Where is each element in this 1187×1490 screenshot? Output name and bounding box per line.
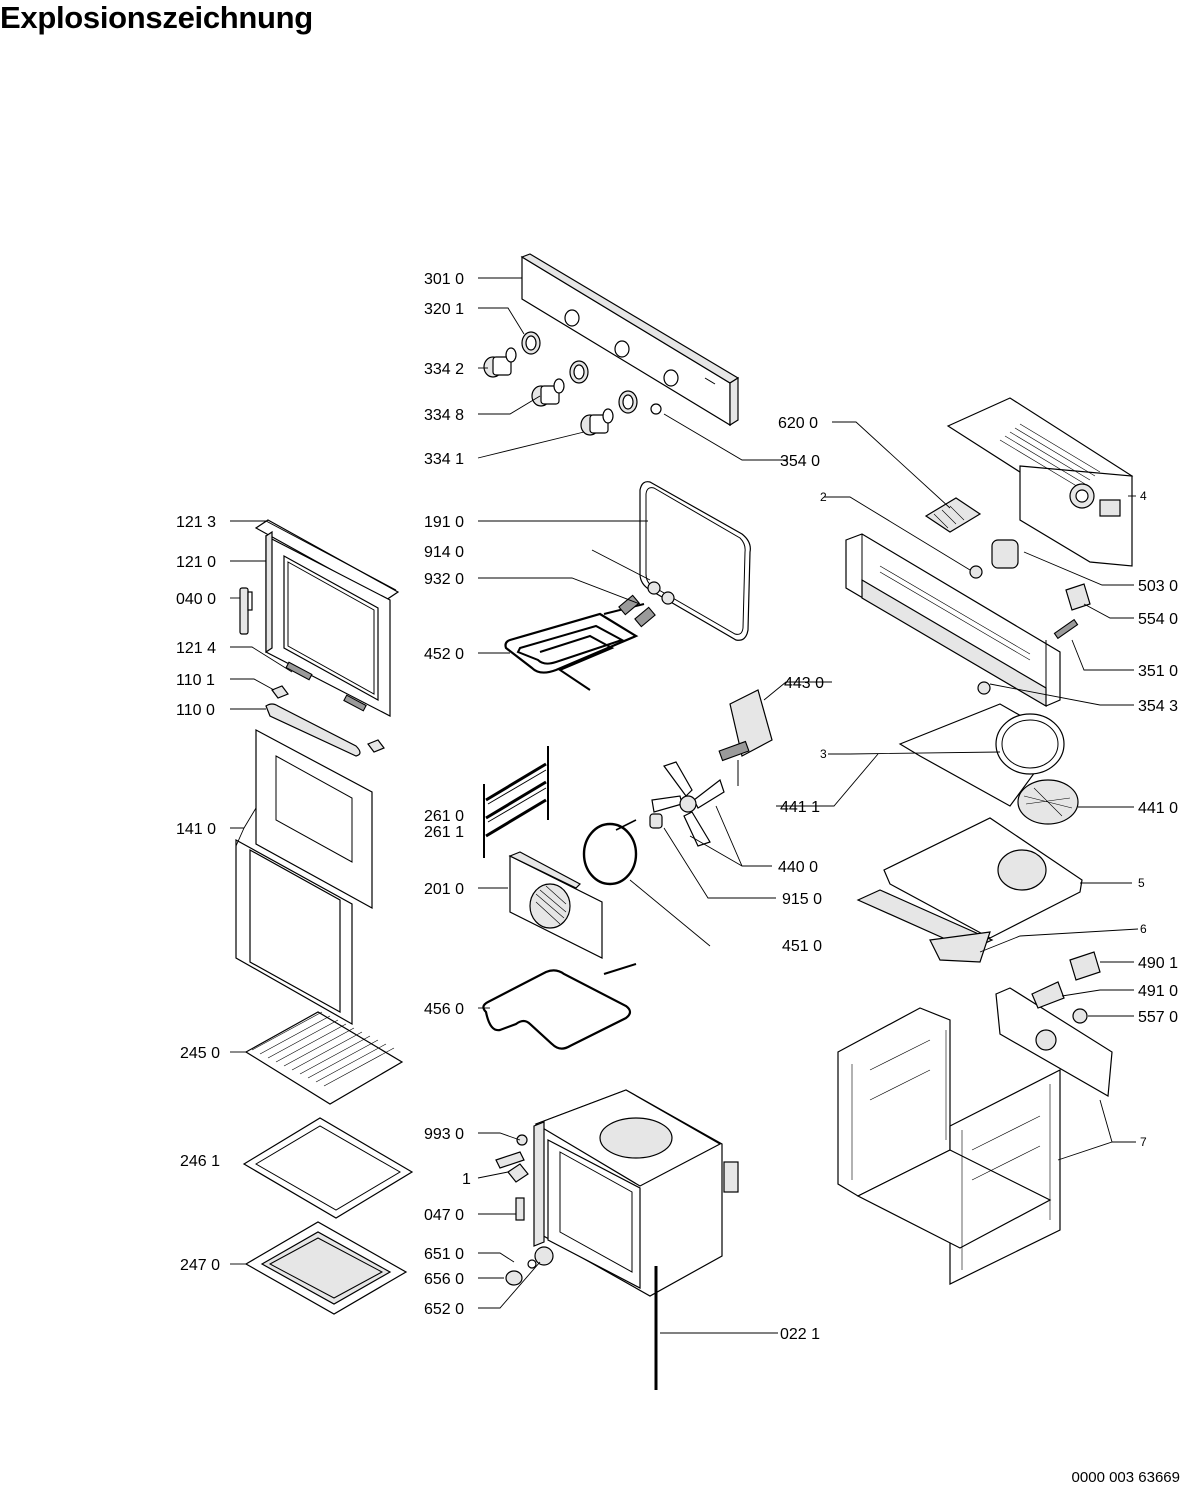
part-label: 201 0 xyxy=(424,881,464,898)
part-label: 351 0 xyxy=(1138,663,1178,680)
part-label: 652 0 xyxy=(424,1301,464,1318)
part-label: 246 1 xyxy=(180,1153,220,1170)
oven-cavity-part xyxy=(533,1089,739,1297)
part-label: 121 3 xyxy=(176,514,216,531)
part-label: 334 2 xyxy=(424,361,464,378)
page-title: Explosionszeichnung xyxy=(0,0,313,35)
leader-lines xyxy=(230,258,1139,1334)
part-label: 110 0 xyxy=(176,702,215,719)
part-label: 354 3 xyxy=(1138,698,1178,715)
rear-control-panel-part xyxy=(995,987,1113,1097)
wire-rack-part xyxy=(244,1011,404,1105)
part-label: 932 0 xyxy=(424,571,464,588)
part-label: 320 1 xyxy=(424,301,464,318)
part-label: 121 4 xyxy=(176,640,216,657)
door-glass-part xyxy=(235,728,373,1026)
part-label: 452 0 xyxy=(424,646,464,663)
part-label: 554 0 xyxy=(1138,611,1178,628)
door-handle-part xyxy=(265,703,361,757)
part-label: 121 0 xyxy=(176,554,216,571)
part-label: 620 0 xyxy=(778,415,818,432)
rear-wall-assembly xyxy=(946,397,1134,567)
part-label: 915 0 xyxy=(782,891,822,908)
part-label: 914 0 xyxy=(424,544,464,561)
part-label: 334 1 xyxy=(424,451,464,468)
lamp-parts xyxy=(495,1134,554,1286)
control-panel-part xyxy=(520,253,740,427)
part-label: 191 0 xyxy=(424,514,464,531)
top-cover-part xyxy=(898,703,1065,807)
fan-motor-part xyxy=(718,689,773,786)
part-label: 040 0 xyxy=(176,591,216,608)
part-label: 1 xyxy=(462,1171,471,1188)
part-label: 993 0 xyxy=(424,1126,464,1143)
shelf-support-part xyxy=(483,746,549,858)
part-label: 441 0 xyxy=(1138,800,1178,817)
door-hinge-clip-part xyxy=(271,661,385,753)
part-label: 245 0 xyxy=(180,1045,220,1062)
control-board-part xyxy=(924,497,982,533)
door-frame-part xyxy=(254,519,400,717)
part-label: 441 1 xyxy=(780,799,820,816)
oven-back-panel-part xyxy=(508,851,603,959)
oven-housing-part xyxy=(837,1007,1061,1285)
part-label: 503 0 xyxy=(1138,578,1178,595)
part-label: 247 0 xyxy=(180,1257,220,1274)
part-label: 451 0 xyxy=(782,938,822,955)
part-label: 301 0 xyxy=(424,271,464,288)
knob-part xyxy=(483,347,614,436)
part-label: 261 0 xyxy=(424,808,464,825)
element-seal-part xyxy=(618,581,675,628)
part-label: 022 1 xyxy=(780,1326,820,1343)
lower-heater-part xyxy=(482,963,637,1050)
part-label: 3 xyxy=(820,747,827,761)
part-label: 2 xyxy=(820,490,827,504)
baking-tray-part xyxy=(242,1117,414,1219)
part-label: 490 1 xyxy=(1138,955,1178,972)
fan-frame-part xyxy=(582,819,638,886)
small-component-part xyxy=(969,539,1091,695)
part-label: 047 0 xyxy=(424,1207,464,1224)
part-label: 491 0 xyxy=(1138,983,1178,1000)
part-label: 354 0 xyxy=(780,453,820,470)
part-label: 141 0 xyxy=(176,821,216,838)
part-label: 7 xyxy=(1140,1135,1147,1149)
door-gasket-part xyxy=(639,481,751,641)
fan-blade-part xyxy=(649,761,725,847)
document-number: 0000 003 63669 xyxy=(1071,1469,1180,1486)
part-label: 557 0 xyxy=(1138,1009,1178,1026)
part-label: 261 1 xyxy=(424,824,464,841)
part-label: 5 xyxy=(1138,876,1145,890)
terminal-block-part xyxy=(1031,951,1101,1024)
part-label: 334 8 xyxy=(424,407,464,424)
part-label: 110 1 xyxy=(176,672,215,689)
part-label: 651 0 xyxy=(424,1246,464,1263)
cooling-fan-part xyxy=(1017,779,1079,825)
door-handle-bracket-part xyxy=(239,587,253,635)
part-labels: 301 0 320 1 334 2 334 8 334 1 354 0 620 … xyxy=(176,271,1178,1343)
part-label: 440 0 xyxy=(778,859,818,876)
deep-pan-part xyxy=(244,1221,408,1315)
part-label: 443 0 xyxy=(784,675,824,692)
grill-element-part xyxy=(504,603,645,691)
knob-ring-part xyxy=(521,331,662,415)
part-label: 656 0 xyxy=(424,1271,464,1288)
part-label: 456 0 xyxy=(424,1001,464,1018)
insulation-plate-part xyxy=(856,817,1083,963)
part-label: 6 xyxy=(1140,922,1147,936)
part-label: 4 xyxy=(1140,489,1147,503)
